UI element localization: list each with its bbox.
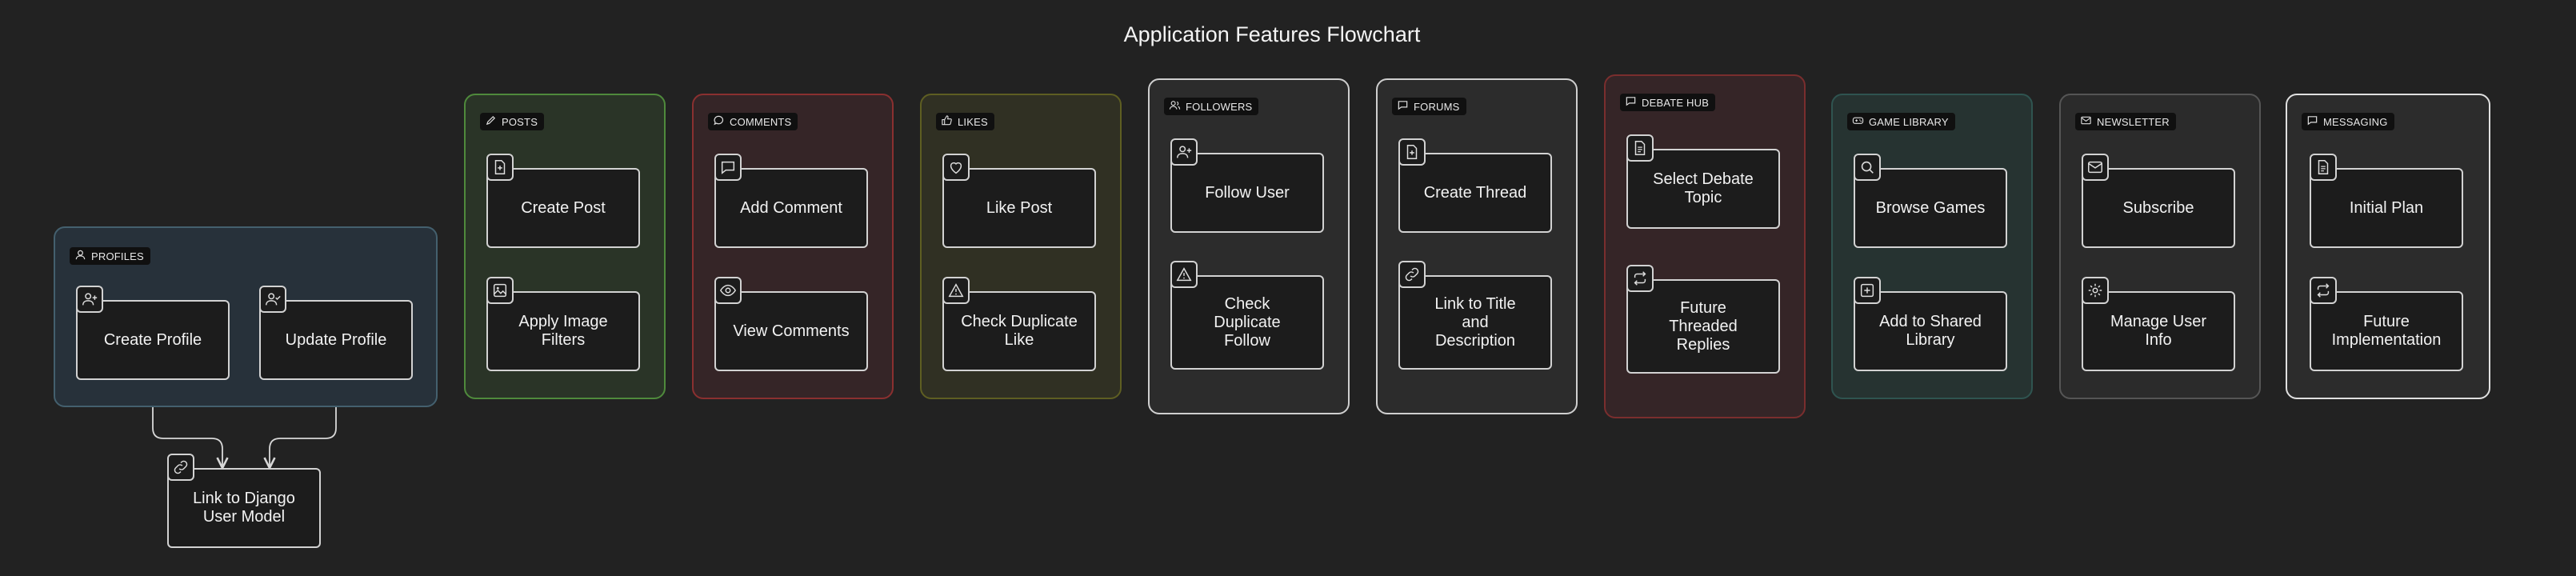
node-manage-user-info[interactable]: Manage User Info	[2082, 277, 2235, 371]
gear-icon	[2082, 277, 2109, 304]
node-apply-image-filters[interactable]: Apply Image Filters	[486, 277, 640, 371]
group-tag-debate-hub: DEBATE HUB	[1620, 94, 1716, 111]
link-icon	[1398, 261, 1426, 288]
node-label: Initial Plan	[2349, 198, 2424, 217]
search-icon	[1854, 154, 1881, 181]
plus-square-icon	[1854, 277, 1881, 304]
node-label: Update Profile	[285, 330, 387, 349]
message-square-icon	[1397, 99, 1409, 114]
node-follow-user[interactable]: Follow User	[1170, 138, 1324, 233]
node-label: Check Duplicate Follow	[1214, 294, 1281, 350]
message-square-icon	[1625, 95, 1637, 110]
group-label: POSTS	[502, 115, 538, 128]
node-label: Link to Django User Model	[193, 490, 295, 526]
node-create-thread[interactable]: Create Thread	[1398, 138, 1552, 233]
node-label: Check Duplicate Like	[961, 313, 1078, 349]
node-label: Add to Shared Library	[1879, 313, 1982, 349]
group-label: GAME LIBRARY	[1869, 115, 1949, 128]
node-browse-games[interactable]: Browse Games	[1854, 154, 2007, 248]
node-label: Create Thread	[1423, 183, 1527, 202]
group-tag-comments: COMMENTS	[708, 113, 798, 130]
repeat-icon	[2310, 277, 2337, 304]
user-check-icon	[259, 286, 286, 313]
node-create-profile[interactable]: Create Profile	[76, 286, 230, 380]
file-text-icon	[2310, 154, 2337, 181]
node-add-comment[interactable]: Add Comment	[714, 154, 868, 248]
group-tag-forums: FORUMS	[1392, 98, 1466, 115]
node-link-django-user-model[interactable]: Link to Django User Model	[167, 454, 321, 548]
link-icon	[167, 454, 194, 481]
node-like-post[interactable]: Like Post	[942, 154, 1096, 248]
pencil-icon	[485, 114, 497, 129]
node-label: Create Profile	[103, 330, 202, 349]
group-label: FOLLOWERS	[1186, 100, 1253, 113]
file-text-icon	[1626, 134, 1654, 162]
node-add-to-shared-library[interactable]: Add to Shared Library	[1854, 277, 2007, 371]
group-tag-game-library: GAME LIBRARY	[1847, 113, 1955, 130]
node-subscribe[interactable]: Subscribe	[2082, 154, 2235, 248]
group-tag-followers: FOLLOWERS	[1164, 98, 1259, 115]
user-plus-icon	[1170, 138, 1198, 166]
eye-icon	[714, 277, 742, 304]
node-label: Add Comment	[740, 198, 842, 217]
node-label: Browse Games	[1875, 198, 1986, 217]
group-label: PROFILES	[91, 250, 144, 262]
group-label: DEBATE HUB	[1642, 96, 1710, 109]
chart-title: Application Features Flowchart	[1123, 22, 1421, 46]
node-label: Subscribe	[2122, 198, 2194, 217]
group-tag-posts: POSTS	[480, 113, 545, 130]
repeat-icon	[1626, 265, 1654, 292]
warning-icon	[1170, 261, 1198, 288]
node-label: Future Implementation	[2331, 313, 2442, 349]
message-square-icon	[2306, 114, 2318, 129]
group-label: FORUMS	[1414, 100, 1460, 113]
group-label: NEWSLETTER	[2097, 115, 2170, 128]
node-label: Create Post	[521, 198, 606, 217]
mail-icon	[2080, 114, 2092, 129]
image-icon	[486, 277, 514, 304]
node-label: Future Threaded Replies	[1669, 298, 1738, 354]
node-link-title-description[interactable]: Link to Title and Description	[1398, 261, 1552, 370]
node-label: Like Post	[986, 198, 1053, 217]
group-tag-newsletter: NEWSLETTER	[2075, 113, 2176, 130]
node-update-profile[interactable]: Update Profile	[259, 286, 413, 380]
node-create-post[interactable]: Create Post	[486, 154, 640, 248]
node-label: Apply Image Filters	[518, 313, 608, 349]
group-tag-profiles: PROFILES	[70, 247, 150, 265]
group-tag-likes: LIKES	[936, 113, 994, 130]
user-icon	[74, 249, 86, 263]
node-initial-plan[interactable]: Initial Plan	[2310, 154, 2463, 248]
user-plus-icon	[76, 286, 103, 313]
node-select-debate-topic[interactable]: Select Debate Topic	[1626, 134, 1780, 229]
node-view-comments[interactable]: View Comments	[714, 277, 868, 371]
group-label: MESSAGING	[2323, 115, 2388, 128]
node-label: Link to Title and Description	[1434, 294, 1516, 350]
heart-icon	[942, 154, 970, 181]
node-label: Select Debate Topic	[1653, 170, 1754, 206]
comment-icon	[713, 114, 725, 129]
file-plus-icon	[1398, 138, 1426, 166]
mail-icon	[2082, 154, 2109, 181]
file-plus-icon	[486, 154, 514, 181]
group-label: LIKES	[958, 115, 988, 128]
node-label: Follow User	[1205, 183, 1290, 202]
group-label: COMMENTS	[730, 115, 792, 128]
node-check-duplicate-follow[interactable]: Check Duplicate Follow	[1170, 261, 1324, 370]
message-square-icon	[714, 154, 742, 181]
users-icon	[1169, 99, 1181, 114]
node-label: Manage User Info	[2110, 313, 2207, 349]
thumbs-up-icon	[941, 114, 953, 129]
gamepad-icon	[1852, 114, 1864, 129]
node-check-duplicate-like[interactable]: Check Duplicate Like	[942, 277, 1096, 371]
node-future-implementation[interactable]: Future Implementation	[2310, 277, 2463, 371]
group-tag-messaging: MESSAGING	[2302, 113, 2394, 130]
warning-icon	[942, 277, 970, 304]
node-label: View Comments	[733, 322, 850, 340]
node-future-threaded-replies[interactable]: Future Threaded Replies	[1626, 265, 1780, 374]
